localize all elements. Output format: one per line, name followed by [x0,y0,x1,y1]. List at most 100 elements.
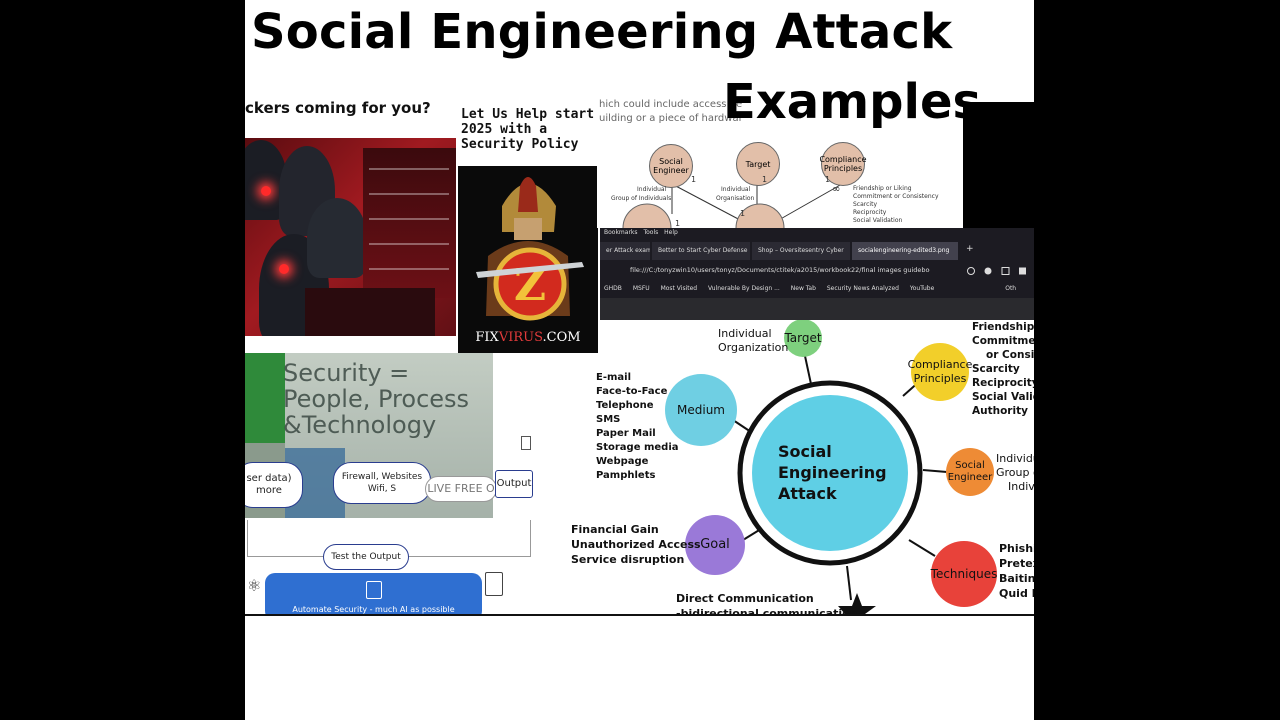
document-icon [521,436,531,450]
security-text: Security = People, Process &Technology [283,360,469,438]
bookmarks-bar: GHDB MSFU Most Visited Vulnerable By Des… [604,285,1025,292]
bookmark-item[interactable]: GHDB [604,285,622,292]
goal-item: Unauthorized Access [571,538,701,551]
bottom-divider [245,614,1034,616]
bookmark-item[interactable]: YouTube [909,285,935,292]
browser-tab[interactable]: Better to Start Cyber Defense [652,242,750,260]
browser-tab-active[interactable]: socialengineering-edited3.png [852,242,958,260]
bookmark-item[interactable]: Vulnerable By Design ... [708,285,780,292]
social-engineer-list: Individu Group o Indivi [996,452,1034,494]
diagram-node-compliance: Compliance Principles [819,142,867,186]
social-engineer-item: Group o [996,466,1034,479]
target-item: Individual [718,327,772,340]
diagram-label: Friendship or Liking [853,185,912,192]
flag-graphic [245,353,285,443]
mindmap-connectors [732,355,948,614]
shield-document-icon [485,572,503,596]
browser-menu: Bookmarks Tools Help [604,229,682,236]
mindmap-center: Social Engineering Attack [778,441,887,503]
flow-box-output: Output [495,470,533,498]
browser-tabs: er Attack exampl Better to Start Cyber D… [600,242,980,260]
diagram-label: Scarcity [853,201,877,208]
social-engineer-item: Indivi [1008,480,1034,493]
menu-tools[interactable]: Tools [643,229,659,236]
multiplicity-label: ∞ [832,184,841,195]
flow-box-live-free: LIVE FREE O [425,476,497,502]
slide-title-line1: Social Engineering Attack [251,4,953,60]
security-line: &Technology [283,411,437,439]
browser-screenshot: Bookmarks Tools Help er Attack exampl Be… [600,228,1034,320]
uml-diagram: hich could include access pe uilding or … [597,96,962,228]
diagram-text-line: uilding or a piece of hardwar [599,113,743,124]
compliance-list: Friendship or Commitment or Consist Scar… [972,320,1034,418]
bookmark-item[interactable]: Most Visited [660,285,698,292]
mindmap-node-target: Target [784,319,822,357]
multiplicity-label: 1 [675,219,681,228]
keyboard-desk [305,288,435,336]
multiplicity-label: 1 [740,209,746,218]
browser-toolbar-icons [967,267,1026,275]
medium-item: Telephone [596,400,654,411]
browser-tab[interactable]: er Attack exampl [600,242,650,260]
multiplicity-label: 1 [691,175,697,184]
menu-bookmarks[interactable]: Bookmarks [604,229,638,236]
hacker-figure [307,198,367,278]
bookmark-item[interactable]: MSFU [632,285,650,292]
medium-list: E-mail Face-to-Face Telephone SMS Paper … [596,371,679,483]
fixvirus-caption: FIXVIRUS.COM [475,330,581,345]
security-line: Security = [283,359,410,387]
compliance-item: Friendship or [972,321,1034,333]
flow-box-user-data: ser data) more [245,462,303,508]
medium-item: E-mail [596,372,632,383]
mindmap-node-compliance: Compliance Principles [908,343,972,401]
diagram-node-social-engineer: Social Engineer [649,144,693,188]
browser-url-bar[interactable]: file:///C:/tonyzwin10/users/tonyz/Docume… [630,266,930,274]
diagram-node-target: Target [736,142,780,186]
diagram-label: Commitment or Consistency [853,193,939,200]
bookmark-item[interactable]: Oth [1005,285,1017,292]
goal-list: Financial Gain Unauthorized Access Servi… [571,522,701,567]
medium-item: Webpage [596,456,649,467]
technique-item: Pretex [999,557,1034,570]
goal-item: Financial Gain [571,523,659,536]
mindmap-node-medium: Medium [665,374,737,446]
bookmark-item[interactable]: New Tab [790,285,816,292]
hackers-image [245,138,456,336]
medium-item: Pamphlets [596,470,656,481]
promo-text: Let Us Help start 2025 with a Security P… [461,107,601,152]
multiplicity-label: 1 [762,175,768,184]
technique-item: Phishin [999,542,1034,555]
red-eye-icon [279,264,289,274]
mindmap-node-techniques: Techniques [931,541,997,607]
browser-tab[interactable]: Shop – Oversitesentry Cyber [752,242,850,260]
medium-item: SMS [596,414,621,425]
spartan-warrior-icon: Z [458,166,598,353]
screen-wall [363,148,456,298]
red-eye-icon [261,186,271,196]
menu-help[interactable]: Help [664,229,678,236]
bookmark-item[interactable]: Security News Analyzed [826,285,899,292]
new-tab-button[interactable]: + [966,244,974,254]
mindmap-node-goal: Goal [685,515,745,575]
diagram-connectors [622,183,843,228]
diagram-label: Reciprocity [853,209,887,216]
server-icon [365,581,382,599]
medium-item: Paper Mail [596,428,656,439]
diagram-label: Group of Individuals [611,195,672,202]
diagram-label: Individual [637,186,667,193]
medium-item: Storage media [596,442,679,453]
diagram-text: hich could include access pe uilding or … [599,98,743,126]
compliance-item: or Consist [986,349,1034,361]
fixvirus-logo: Z FIXVIRUS.COM [458,166,598,353]
technique-item: Quid P [999,587,1034,600]
slide-bottom-area [245,615,1034,720]
technique-item: Baiting [999,572,1034,585]
communication-item: Direct Communication [676,592,814,605]
diagram-text-line: hich could include access pe [599,99,743,110]
diagram-label: Social Validation [853,217,903,224]
multiplicity-label: 1 [825,175,831,184]
compliance-item: Commitment [972,335,1034,347]
medium-item: Face-to-Face [596,386,668,397]
compliance-item: Reciprocity [972,377,1034,389]
hackers-caption: ckers coming for you? [245,99,431,117]
